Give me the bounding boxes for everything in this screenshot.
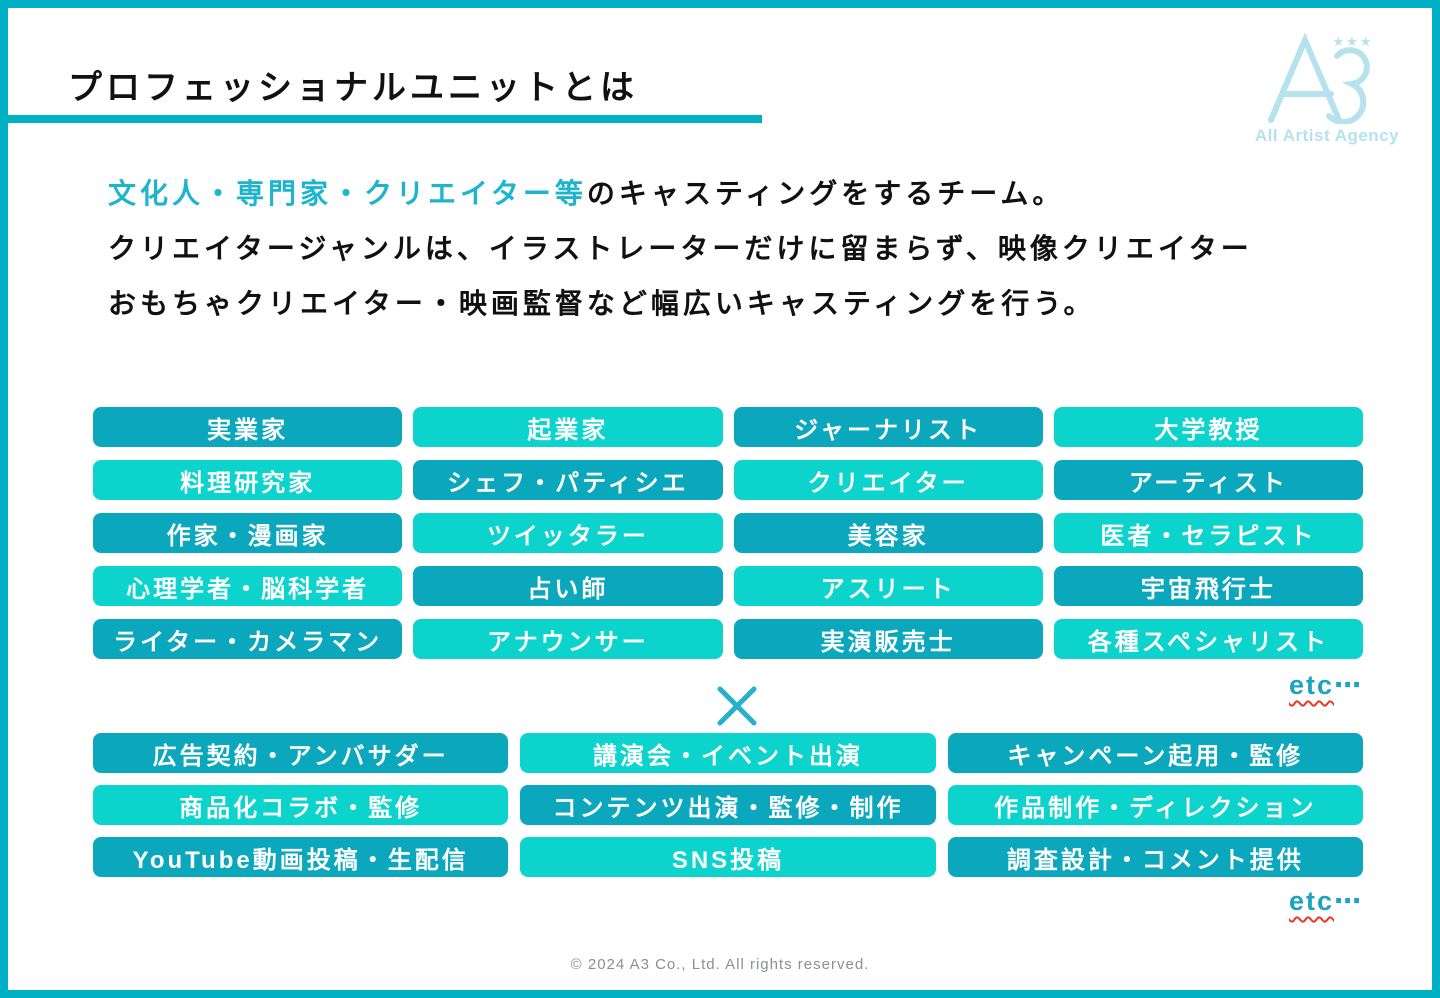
activity-chip: 広告契約・アンバサダー	[93, 733, 509, 773]
professions-grid: 実業家起業家ジャーナリスト大学教授料理研究家シェフ・パティシエクリエイターアーテ…	[93, 407, 1363, 659]
multiply-divider	[8, 680, 1432, 732]
logo-stars: ★★★	[1333, 34, 1374, 49]
activity-chip: SNS投稿	[520, 837, 936, 877]
etc-word: etc	[1288, 670, 1334, 700]
profession-chip: 心理学者・脳科学者	[93, 566, 403, 606]
a3-logo-mark-icon: ★★★	[1252, 32, 1402, 124]
profession-chip: アナウンサー	[413, 619, 723, 659]
multiply-icon	[717, 686, 757, 726]
intro-paragraph: 文化人・専門家・クリエイター等のキャスティングをするチーム。 クリエイタージャン…	[108, 166, 1253, 331]
activity-chip: 作品制作・ディレクション	[947, 785, 1363, 825]
profession-chip: アスリート	[733, 566, 1043, 606]
activity-chip: 商品化コラボ・監修	[93, 785, 509, 825]
activity-chip: 調査設計・コメント提供	[947, 837, 1363, 877]
profession-chip: 実演販売士	[733, 619, 1043, 659]
profession-chip: 実業家	[93, 407, 403, 447]
profession-chip: 大学教授	[1053, 407, 1363, 447]
profession-chip: ライター・カメラマン	[93, 619, 403, 659]
activity-chip: コンテンツ出演・監修・制作	[520, 785, 936, 825]
activity-chip: 講演会・イベント出演	[520, 733, 936, 773]
etc-dots: ⋯	[1334, 886, 1363, 916]
profession-chip: 料理研究家	[93, 460, 403, 500]
profession-chip: クリエイター	[733, 460, 1043, 500]
intro-line-3: おもちゃクリエイター・映画監督など幅広いキャスティングを行う。	[108, 288, 1096, 319]
profession-chip: 美容家	[733, 513, 1043, 553]
profession-chip: 作家・漫画家	[93, 513, 403, 553]
title-underline	[8, 115, 762, 123]
profession-chip: 占い師	[413, 566, 723, 606]
a3-logo: ★★★ All Artist Agency	[1252, 32, 1402, 146]
profession-chip: 各種スペシャリスト	[1053, 619, 1363, 659]
footer-copyright: © 2024 A3 Co., Ltd. All rights reserved.	[570, 956, 870, 973]
intro-highlight: 文化人・専門家・クリエイター等	[108, 178, 587, 209]
intro-line-2: クリエイタージャンルは、イラストレーターだけに留まらず、映像クリエイター	[108, 233, 1253, 264]
profession-chip: 医者・セラピスト	[1053, 513, 1363, 553]
profession-chip: アーティスト	[1053, 460, 1363, 500]
activity-chip: キャンペーン起用・監修	[947, 733, 1363, 773]
intro-line-1: 文化人・専門家・クリエイター等のキャスティングをするチーム。	[108, 166, 1253, 221]
activities-etc-label: etc⋯	[1289, 886, 1363, 917]
profession-chip: 宇宙飛行士	[1053, 566, 1363, 606]
etc-word: etc	[1288, 886, 1334, 916]
professions-etc-label: etc⋯	[1289, 670, 1363, 701]
profession-chip: シェフ・パティシエ	[413, 460, 723, 500]
profession-chip: 起業家	[413, 407, 723, 447]
profession-chip: ジャーナリスト	[733, 407, 1043, 447]
activity-chip: YouTube動画投稿・生配信	[93, 837, 509, 877]
logo-caption: All Artist Agency	[1254, 126, 1400, 145]
intro-line-1-rest: のキャスティングをするチーム。	[586, 178, 1065, 209]
page-title: プロフェッショナルユニットとは	[68, 69, 638, 107]
etc-dots: ⋯	[1334, 670, 1363, 700]
activities-grid: 広告契約・アンバサダー講演会・イベント出演キャンペーン起用・監修商品化コラボ・監…	[93, 733, 1363, 877]
profession-chip: ツイッタラー	[413, 513, 723, 553]
